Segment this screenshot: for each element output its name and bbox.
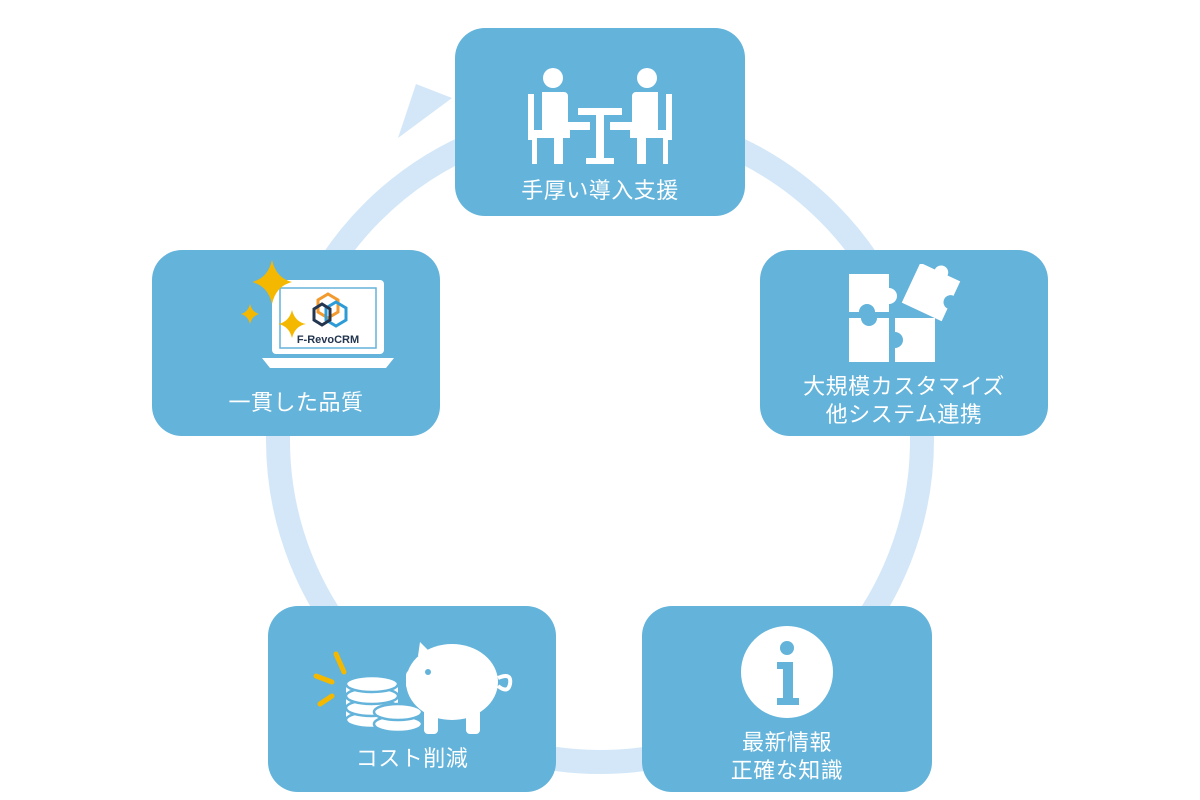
node-implementation-support: 手厚い導入支援: [455, 28, 745, 216]
f-revo-logo-icon: [312, 292, 348, 328]
node-label: コスト削減: [355, 747, 469, 772]
laptop-icon: F-RevoCRM: [241, 260, 394, 368]
piggy-bank-icon: [313, 642, 513, 734]
spark-line: [333, 651, 347, 675]
sparkle-icon: [241, 304, 259, 324]
puzzle-icon: [849, 264, 961, 362]
node-label-line2: 他システム連携: [825, 403, 983, 428]
meeting-people-icon: [528, 68, 672, 164]
sparkle-icon: [252, 260, 292, 304]
spark-line: [313, 673, 335, 685]
node-label-line1: 最新情報: [741, 731, 832, 756]
node-customization: 大規模カスタマイズ 他システム連携: [760, 250, 1048, 436]
sparkle-icon: [278, 310, 306, 338]
node-consistent-quality: F-RevoCRM 一貫した品質: [152, 250, 440, 436]
spark-line: [317, 693, 335, 707]
node-label-line2: 正確な知識: [730, 759, 844, 784]
node-label: 手厚い導入支援: [521, 179, 679, 204]
node-label-line1: 大規模カスタマイズ: [803, 375, 1005, 400]
node-label: 大規模カスタマイズ 他システム連携: [760, 374, 1048, 430]
info-icon: [741, 626, 833, 718]
node-cost-reduction: コスト削減: [268, 606, 556, 792]
node-label: 最新情報 正確な知識: [642, 730, 932, 786]
node-label: 一貫した品質: [228, 391, 364, 416]
node-latest-info: 最新情報 正確な知識: [642, 606, 932, 792]
logo-text: F-RevoCRM: [297, 334, 359, 346]
cycle-arrowhead-icon: [398, 84, 452, 138]
